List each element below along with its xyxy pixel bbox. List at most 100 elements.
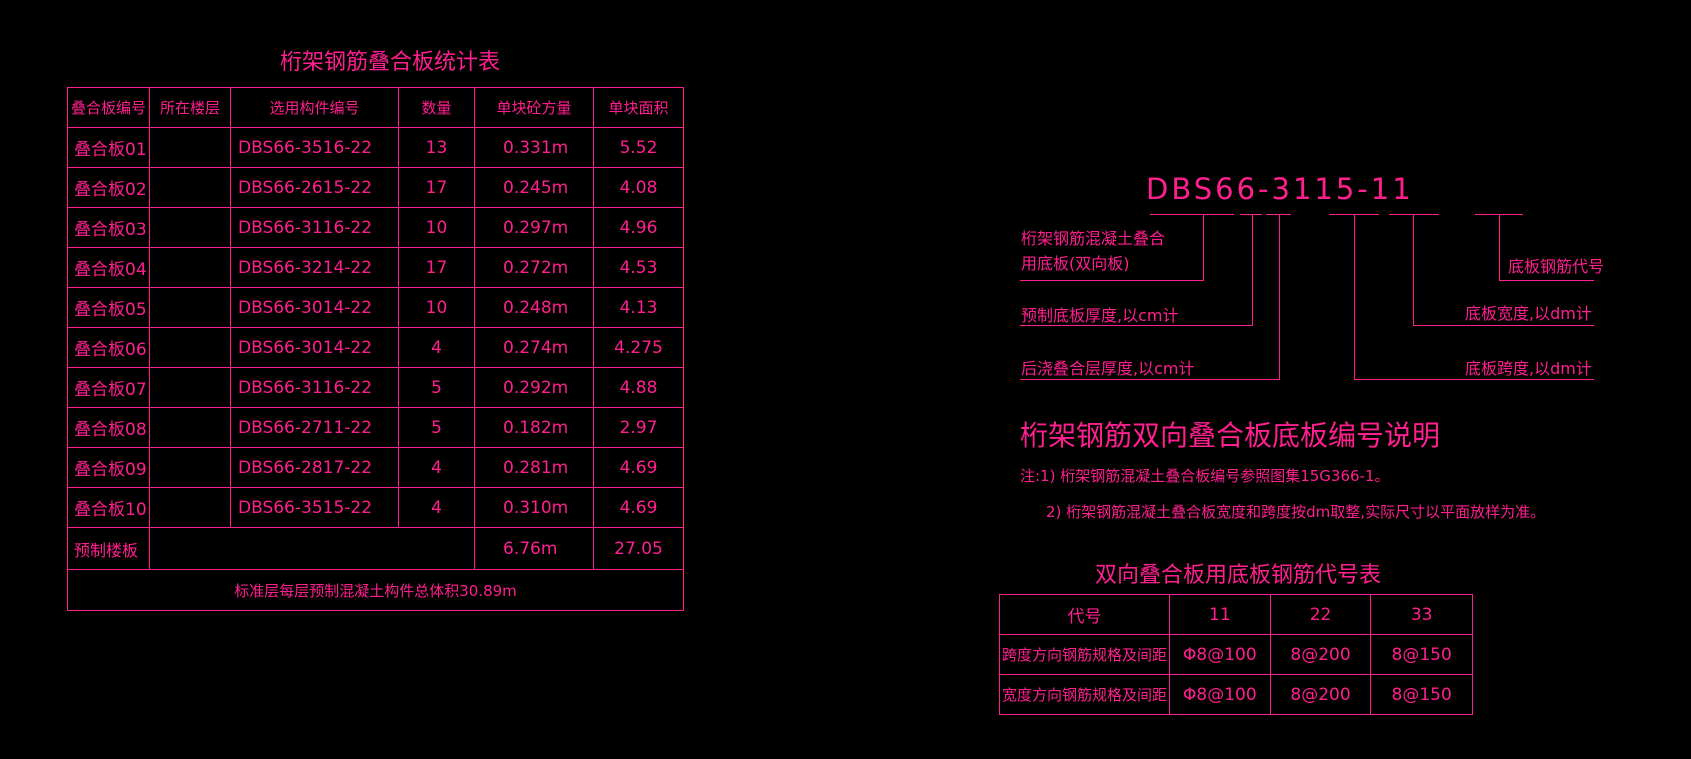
stats-cell: DBS66-3214-22 [230, 247, 399, 288]
stats-footer-text: 标准层每层预制混凝土构件总体积30.89m [67, 569, 684, 611]
rebar-header-cell: 代号 [999, 594, 1170, 635]
label-type: 桁架钢筋混凝土叠合 用底板(双向板) [1021, 226, 1165, 276]
leader-rebar-horizontal [1499, 280, 1594, 281]
rebar-header-cell: 22 [1269, 594, 1372, 635]
stats-cell [149, 287, 231, 328]
stats-cell: 13 [398, 127, 475, 168]
stats-cell: DBS66-3516-22 [230, 127, 399, 168]
stats-footer-row: 标准层每层预制混凝土构件总体积30.89m [67, 569, 684, 611]
stats-cell: 4.88 [593, 367, 684, 408]
stats-cell: 0.310m [474, 487, 594, 528]
stats-cell [149, 367, 231, 408]
leader-precast-horizontal [1020, 325, 1253, 326]
total-area: 27.05 [593, 527, 684, 570]
underline-cast [1266, 214, 1291, 215]
stats-cell [149, 247, 231, 288]
stats-cell: DBS66-3515-22 [230, 487, 399, 528]
stats-cell: 17 [398, 167, 475, 208]
stats-cell: DBS66-3014-22 [230, 327, 399, 368]
stats-cell: 0.292m [474, 367, 594, 408]
leader-cast-vertical [1279, 214, 1280, 380]
stats-header-cell: 单块面积 [593, 87, 684, 128]
stats-cell: DBS66-3116-22 [230, 367, 399, 408]
stats-cell: 10 [398, 207, 475, 248]
stats-cell: 4.96 [593, 207, 684, 248]
stats-cell: 叠合板02 [67, 167, 150, 208]
leader-precast-vertical [1252, 214, 1253, 326]
stats-cell [149, 167, 231, 208]
total-empty [149, 527, 475, 570]
leader-width-vertical [1413, 214, 1414, 326]
stats-cell: DBS66-2615-22 [230, 167, 399, 208]
stats-cell: 叠合板08 [67, 407, 150, 448]
stats-cell: 叠合板09 [67, 447, 150, 488]
stats-cell: 叠合板05 [67, 287, 150, 328]
label-type-line1: 桁架钢筋混凝土叠合 [1021, 229, 1166, 248]
stats-cell: 0.281m [474, 447, 594, 488]
stats-cell: 4.69 [593, 487, 684, 528]
rebar-cell: Φ8@100 [1168, 674, 1271, 715]
label-width: 底板宽度,以dm计 [1465, 304, 1592, 323]
leader-rebar-vertical [1499, 214, 1500, 281]
total-label: 预制楼板 [67, 527, 150, 570]
stats-cell [149, 407, 231, 448]
stats-cell: 叠合板01 [67, 127, 150, 168]
stats-cell: 0.331m [474, 127, 594, 168]
rebar-cell: 宽度方向钢筋规格及间距 [999, 674, 1170, 715]
leader-span-vertical [1354, 214, 1355, 380]
rebar-cell: 8@200 [1269, 674, 1372, 715]
code-explanation-heading: 桁架钢筋双向叠合板底板编号说明 [1020, 419, 1441, 452]
stats-cell: 4.13 [593, 287, 684, 328]
rebar-cell: Φ8@100 [1168, 634, 1271, 675]
stats-cell: 0.245m [474, 167, 594, 208]
stats-cell: 叠合板07 [67, 367, 150, 408]
stats-header-cell: 所在楼层 [149, 87, 231, 128]
stats-cell [149, 207, 231, 248]
stats-cell [149, 327, 231, 368]
rebar-header-cell: 33 [1370, 594, 1473, 635]
rebar-cell: 8@150 [1370, 674, 1473, 715]
stats-cell: 10 [398, 287, 475, 328]
rebar-header-cell: 11 [1168, 594, 1271, 635]
stats-cell: 0.297m [474, 207, 594, 248]
leader-type-vertical [1203, 214, 1204, 281]
underline-precast [1240, 214, 1262, 215]
underline-width [1389, 214, 1439, 215]
rebar-cell: 8@200 [1269, 634, 1372, 675]
total-volume: 6.76m [474, 527, 594, 570]
stats-cell: 0.248m [474, 287, 594, 328]
stats-cell: 叠合板10 [67, 487, 150, 528]
stats-cell: 4 [398, 487, 475, 528]
rebar-table-title: 双向叠合板用底板钢筋代号表 [1095, 563, 1382, 588]
stats-cell: 0.272m [474, 247, 594, 288]
stats-cell: 0.274m [474, 327, 594, 368]
stats-cell [149, 127, 231, 168]
rebar-cell: 8@150 [1370, 634, 1473, 675]
leader-width-horizontal [1413, 325, 1594, 326]
code-string: DBS66-3115-11 [1146, 172, 1414, 206]
stats-cell: 5 [398, 407, 475, 448]
stats-cell: 叠合板04 [67, 247, 150, 288]
stats-header-cell: 叠合板编号 [67, 87, 150, 128]
note-2: 2) 桁架钢筋混凝土叠合板宽度和跨度按dm取整,实际尺寸以平面放样为准。 [1046, 503, 1546, 521]
stats-header-row: 叠合板编号所在楼层选用构件编号数量单块砼方量单块面积 [67, 87, 684, 128]
stats-cell: 5.52 [593, 127, 684, 168]
stats-cell: 17 [398, 247, 475, 288]
note-1: 注:1) 桁架钢筋混凝土叠合板编号参照图集15G366-1。 [1020, 467, 1390, 485]
stats-cell: 4.53 [593, 247, 684, 288]
label-span: 底板跨度,以dm计 [1465, 359, 1592, 378]
stats-header-cell: 选用构件编号 [230, 87, 399, 128]
label-cast-thickness: 后浇叠合层厚度,以cm计 [1021, 359, 1195, 378]
stats-header-cell: 单块砼方量 [474, 87, 594, 128]
stats-cell: 2.97 [593, 407, 684, 448]
